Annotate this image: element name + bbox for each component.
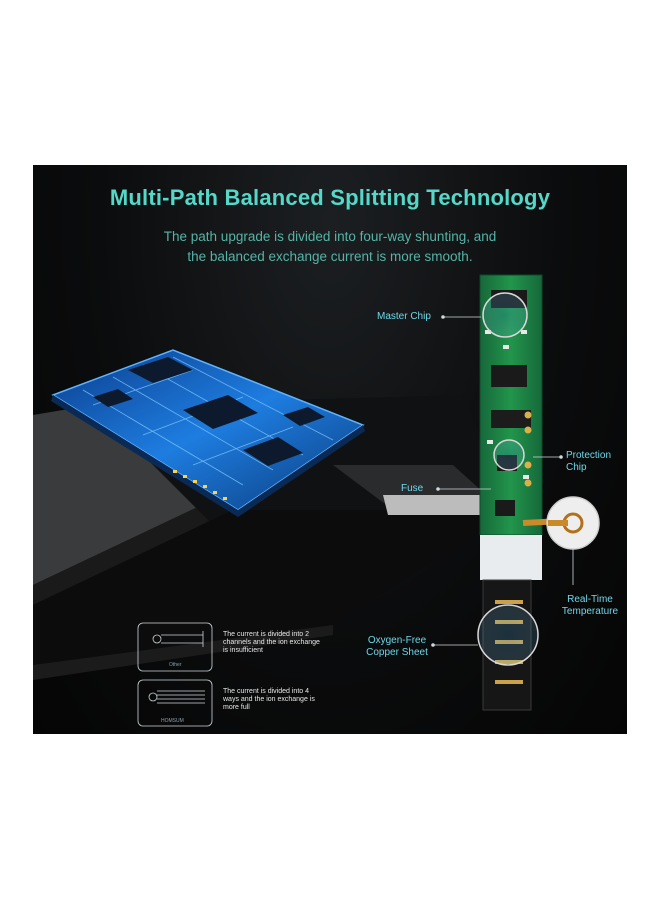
protection-chip-label: Protection Chip [566, 450, 611, 474]
protection-chip-line-1: Protection [566, 450, 612, 461]
real-time-temperature-label: Real-Time Temperature [555, 594, 625, 618]
banner-subtitle: The path upgrade is divided into four-wa… [33, 227, 627, 267]
subtitle-line-1: The path upgrade is divided into four-wa… [163, 229, 497, 244]
other-caption: Other [169, 662, 182, 668]
brand-line-3: more full [223, 704, 250, 711]
brand-caption: HOMSUM [161, 718, 184, 724]
other-description: The current is divided into 2 channels a… [223, 631, 338, 655]
brand-description: The current is divided into 4 ways and t… [223, 688, 338, 712]
master-chip-label: Master Chip [377, 311, 431, 322]
callout-lenses [477, 292, 600, 666]
oxygen-free-line-1: Oxygen-Free [367, 635, 427, 646]
other-line-3: is insufficient [223, 647, 263, 654]
product-banner: Multi-Path Balanced Splitting Technology… [33, 165, 627, 734]
circuit-board [51, 349, 365, 517]
banner-title: Multi-Path Balanced Splitting Technology [109, 185, 551, 210]
subtitle-line-2: the balanced exchange current is more sm… [187, 249, 473, 264]
other-line-2: channels and the ion exchange [223, 639, 320, 646]
comparison-diagrams [137, 622, 213, 727]
real-time-line-2: Temperature [561, 606, 619, 617]
oxygen-free-copper-label: Oxygen-Free Copper Sheet [361, 635, 433, 659]
brand-line-2: ways and the ion exchange is [223, 696, 315, 703]
brand-line-1: The current is divided into 4 [223, 688, 309, 695]
other-line-1: The current is divided into 2 [223, 631, 309, 638]
protection-chip-line-2: Chip [566, 462, 587, 473]
real-time-line-1: Real-Time [567, 594, 613, 605]
fuse-label: Fuse [401, 483, 424, 494]
oxygen-free-line-2: Copper Sheet [366, 647, 428, 658]
battery-illustration [33, 274, 600, 727]
